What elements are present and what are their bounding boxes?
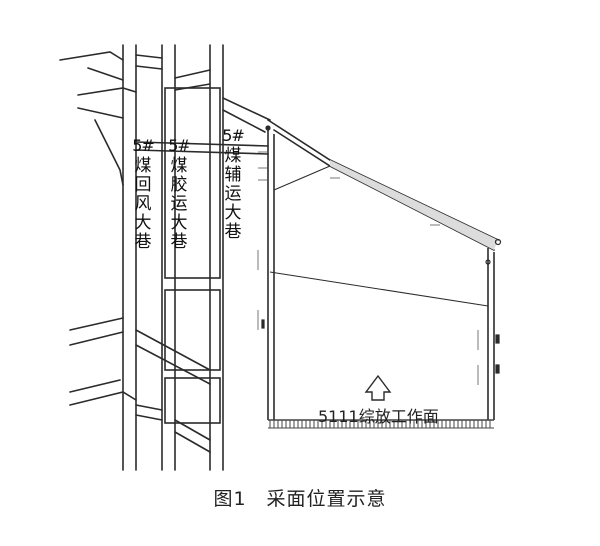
return-airway-number: 5# bbox=[132, 136, 155, 155]
belt-airway-label: 5# 煤胶运大巷 bbox=[168, 136, 191, 252]
aux-airway-text: 煤辅运大巷 bbox=[224, 146, 242, 242]
aux-airway-label: 5# 煤辅运大巷 bbox=[222, 126, 245, 242]
belt-airway-text: 煤胶运大巷 bbox=[170, 156, 188, 252]
tailgate-road-fill bbox=[330, 160, 498, 250]
return-airway-text: 煤回风大巷 bbox=[134, 156, 152, 252]
face-mined-line bbox=[269, 271, 489, 307]
working-face-label: 5111综放工作面 bbox=[318, 407, 439, 426]
belt-airway-number: 5# bbox=[168, 136, 191, 155]
return-airway-label: 5# 煤回风大巷 bbox=[132, 136, 155, 252]
tailgate-upper-edge bbox=[267, 119, 499, 241]
face-top-connector bbox=[273, 165, 331, 191]
aux-airway-number: 5# bbox=[222, 126, 245, 145]
advance-arrow bbox=[364, 374, 392, 401]
figure-caption: 图1 采面位置示意 bbox=[213, 488, 387, 510]
